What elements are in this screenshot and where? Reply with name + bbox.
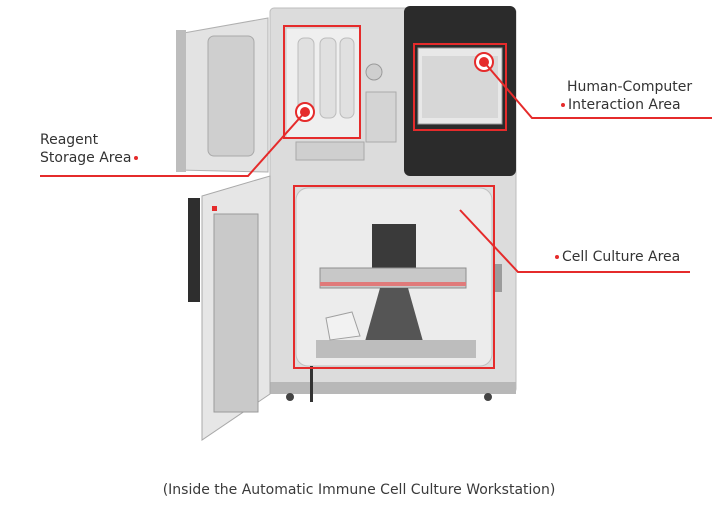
reagent-label-line1: Reagent (40, 132, 99, 148)
reagent-label: Reagent Storage Area (40, 131, 141, 167)
reagent-leader-line (40, 111, 306, 177)
hci-label: Human-Computer Interaction Area (558, 78, 692, 114)
wheel-left (286, 393, 294, 401)
reagent-highlight-box (283, 25, 361, 139)
culture-label: Cell Culture Area (552, 248, 680, 266)
culture-dot-icon (555, 255, 559, 259)
upper-door-window (207, 35, 255, 157)
culture-base (316, 340, 476, 358)
reagent-bottle-2 (319, 37, 337, 119)
hci-label-line1: Human-Computer (567, 79, 693, 95)
culture-backplate (372, 224, 416, 270)
lower-door-window (213, 213, 259, 413)
upper-door-edge (176, 30, 186, 172)
culture-tray-stripe (320, 282, 466, 286)
reagent-dot-icon (134, 156, 139, 160)
cable (310, 366, 313, 402)
reagent-label-line2: Storage Area (40, 149, 141, 167)
reagent-bottle-3 (339, 37, 355, 119)
figure-caption: (Inside the Automatic Immune Cell Cultur… (162, 482, 556, 498)
lower-door-marker (212, 206, 217, 211)
culture-stand (362, 288, 426, 352)
hci-label-line2: Interaction Area (558, 96, 692, 114)
hmi-leader-line (483, 61, 712, 119)
valve-block (365, 91, 397, 143)
culture-leader-line (459, 209, 690, 273)
cabinet-base (270, 382, 516, 394)
culture-highlight-box (293, 185, 495, 369)
lower-door-handle (188, 198, 200, 302)
pump-block (295, 141, 365, 161)
hci-dot-icon (561, 103, 565, 107)
culture-bag (325, 311, 361, 341)
wheel-right (484, 393, 492, 401)
fitting-1 (365, 63, 383, 81)
chamber-latch (494, 264, 502, 292)
